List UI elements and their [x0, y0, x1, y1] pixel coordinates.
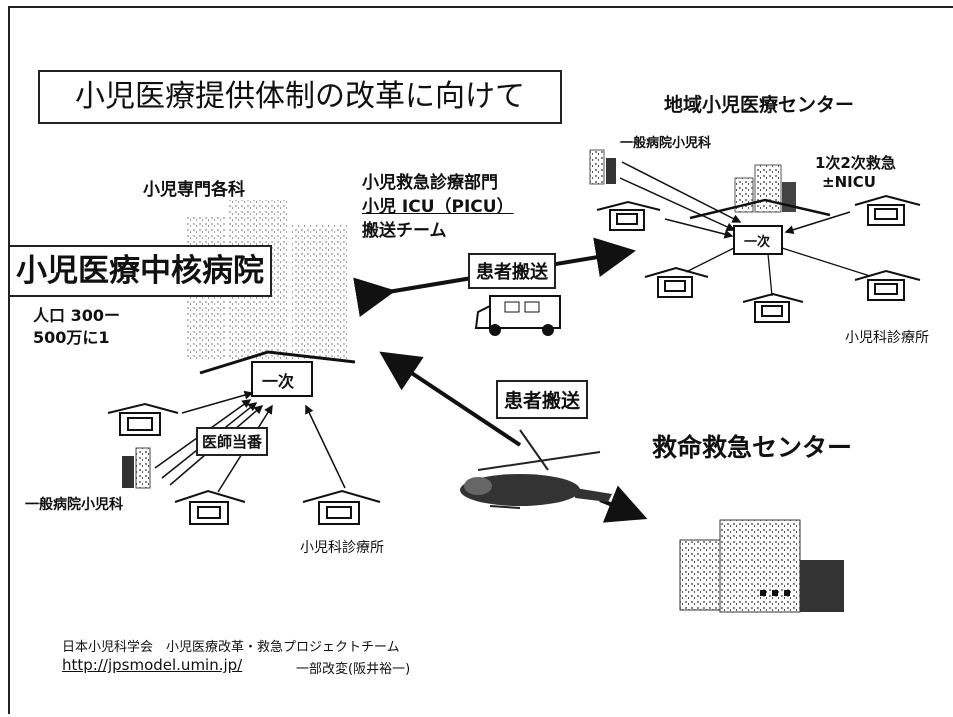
to-critical-care-arrow	[599, 485, 648, 523]
doctor-duty-label: 医師当番	[196, 427, 269, 456]
critical-care-building	[679, 519, 844, 613]
emergency-dept-line2: 小児 ICU（PICU）	[362, 197, 514, 217]
footer-modified-note: 一部改変(阪井裕一)	[296, 662, 411, 677]
regional-roof	[689, 198, 831, 220]
helicopter-transport-label: 患者搬送	[496, 380, 589, 419]
clinic-house-icon	[854, 269, 921, 301]
slide-frame	[8, 6, 953, 714]
specialties-label: 小児専門各科	[143, 180, 245, 200]
clinic-house-icon	[174, 489, 246, 525]
regional-center-title: 地域小児医療センター	[664, 94, 855, 116]
regional-ichiji-label: 一次	[744, 235, 771, 250]
clinic-house-icon	[742, 292, 804, 323]
emergency-dept-line3: 搬送チーム	[362, 221, 447, 241]
regional-clinic-label: 小児科診療所	[845, 330, 929, 346]
core-ichiji-frame	[251, 361, 313, 397]
core-hospital-label: 小児医療中核病院	[8, 245, 272, 297]
regional-general-hospital-label: 一般病院小児科	[620, 136, 712, 151]
regional-emergency-line1: 1次2次救急	[815, 154, 896, 172]
regional-ichiji-frame	[733, 225, 783, 255]
regional-general-hospital-icon	[589, 149, 616, 185]
clinic-house-icon	[596, 200, 661, 231]
population-line1: 人口 300ー	[33, 306, 120, 325]
regional-emergency-line2: ±NICU	[822, 173, 876, 191]
core-general-hospital-label: 一般病院小児科	[25, 497, 123, 513]
footer-credit: 日本小児科学会 小児医療改革・救急プロジェクトチーム	[62, 640, 400, 655]
general-hospital-building-icon	[122, 447, 151, 489]
helicopter-icon	[460, 429, 612, 509]
core-roof	[199, 350, 356, 375]
ambulance-transport-label: 患者搬送	[468, 253, 556, 289]
clinic-house-icon	[644, 266, 709, 298]
emergency-dept-line1: 小児救急診療部門	[362, 173, 498, 193]
core-clinic-label: 小児科診療所	[300, 540, 384, 556]
slide-title: 小児医療提供体制の改革に向けて	[38, 70, 562, 124]
population-line2: 500万に1	[33, 328, 110, 347]
core-ichiji-label: 一次	[262, 372, 295, 391]
clinic-house-icon	[107, 402, 179, 436]
ambulance-icon	[474, 295, 561, 336]
clinic-house-icon	[302, 489, 381, 525]
helicopter-transport-arrow	[379, 351, 522, 447]
critical-care-title: 救命救急センター	[652, 433, 853, 462]
clinic-house-icon	[854, 194, 921, 226]
footer-url-link[interactable]: http://jpsmodel.umin.jp/	[62, 656, 243, 674]
